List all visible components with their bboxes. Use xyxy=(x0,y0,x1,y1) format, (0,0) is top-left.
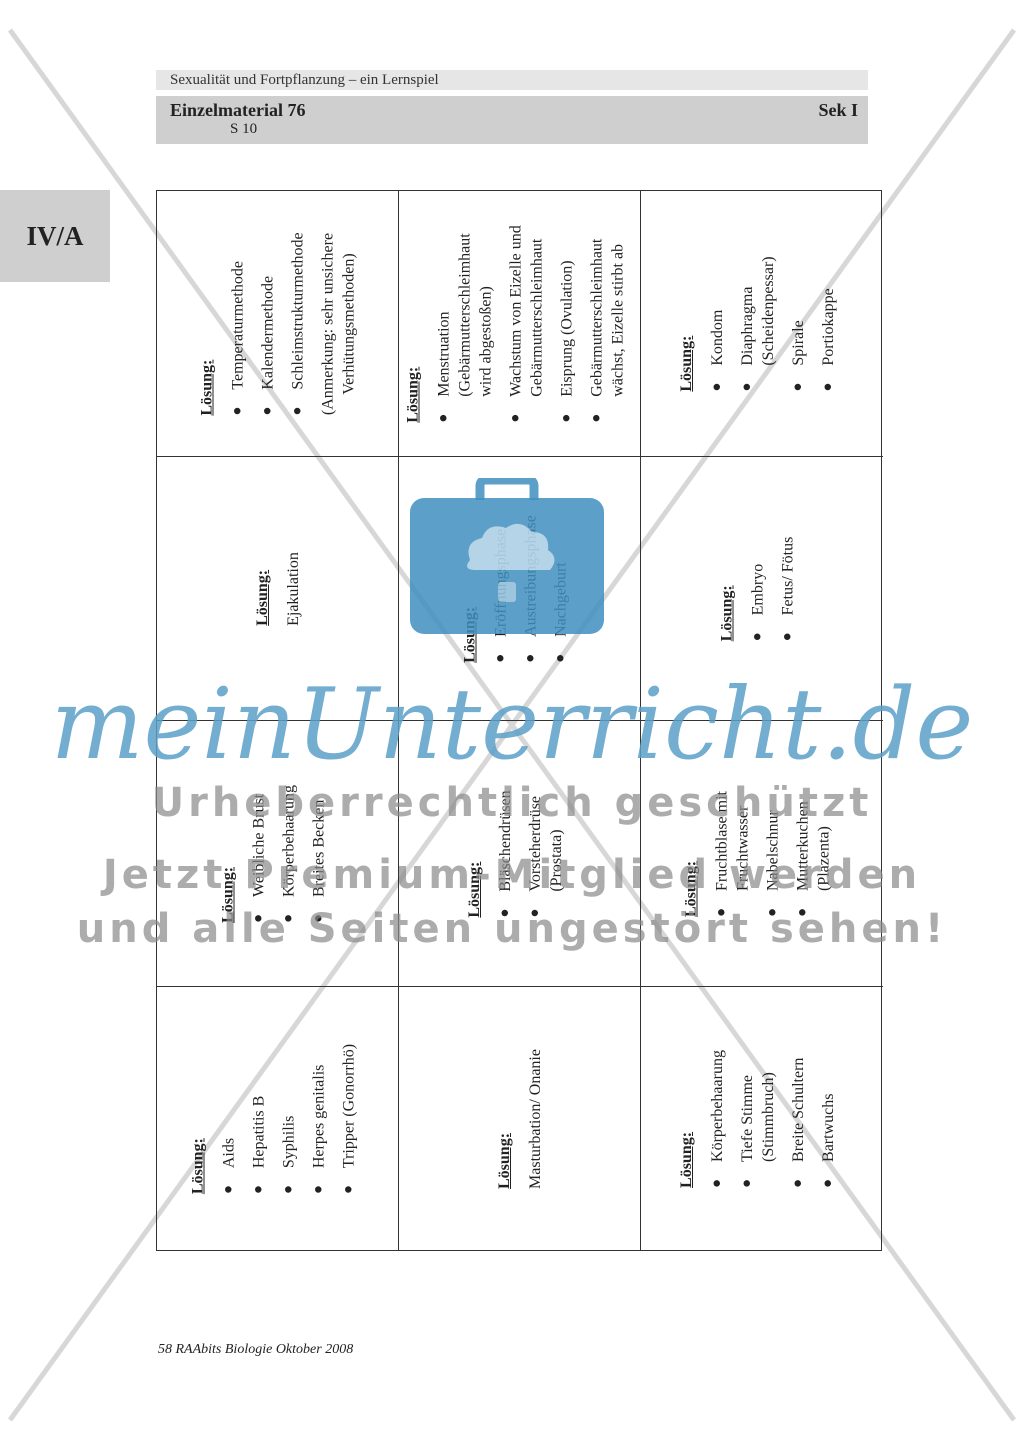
card-heading: Lösung: xyxy=(404,366,421,423)
solution-item: Aids xyxy=(218,1043,239,1193)
page-number: S 10 xyxy=(230,121,258,137)
solution-list: Aids Hepatitis B Syphilis Herpes genitalis T… xyxy=(218,1043,359,1193)
solution-item: Körperbehaarung xyxy=(707,1050,728,1188)
watermark-line-1: Urheberrechtlich geschützt xyxy=(151,780,873,826)
card-content: Lösung: Aids Hepatitis B Syphilis Herpes gen… xyxy=(187,1043,368,1193)
card-content: Lösung: Temperaturmethode Kalendermethode S… xyxy=(196,232,359,415)
card-content: Lösung: Kondom Diaphragma(Scheidenpessar)S… xyxy=(676,256,848,391)
solution-item: Temperaturmethode xyxy=(227,232,248,415)
card-heading: Lösung: xyxy=(495,1132,513,1189)
solution-item: Wachstum von Eizelle undGebärmutterschle… xyxy=(505,225,547,423)
solution-item: Syphilis xyxy=(278,1043,299,1193)
solution-item: Schleimstrukturmethode xyxy=(287,232,308,415)
solution-item: Tripper (Gonorrhö) xyxy=(338,1043,359,1193)
solution-list: Temperaturmethode Kalendermethode Schleims… xyxy=(227,232,308,415)
card: Lösung: Kondom Diaphragma(Scheidenpessar)S… xyxy=(641,191,883,457)
card: Lösung: Ejakulation xyxy=(157,457,399,721)
solution-item: Hepatitis B xyxy=(248,1043,269,1193)
card: Lösung: Aids Hepatitis B Syphilis Herpes gen… xyxy=(157,987,399,1250)
card-heading: Lösung: xyxy=(198,359,215,416)
solution-item: Menstruation(Gebärmutterschleimhautwird … xyxy=(433,225,496,423)
card-heading: Lösung: xyxy=(678,335,695,392)
watermark-line-2: Jetzt Premium-Mitglied werden xyxy=(102,852,922,898)
card: Lösung: Menstruation(Gebärmutterschleimha… xyxy=(399,191,641,457)
level-label: Sek I xyxy=(818,100,858,120)
card: Lösung: Masturbation/ Onanie xyxy=(399,987,641,1250)
solution-item: Fetus/ Fötus xyxy=(778,536,799,641)
side-tab: IV/A xyxy=(0,190,110,282)
solution-text: Masturbation/ Onanie xyxy=(526,1048,544,1189)
solution-item: Kalendermethode xyxy=(257,232,278,415)
solution-item: Breite Schultern xyxy=(788,1050,809,1188)
solution-item: Embryo xyxy=(748,536,769,641)
card: Lösung:Fruchtblase mitFruchtwasserNabels… xyxy=(641,721,883,987)
solution-item: Portiokappe xyxy=(818,256,839,391)
solution-item: Tiefe Stimme(Stimmbruch) xyxy=(737,1050,779,1188)
header-bar: Einzelmaterial 76 S 10 Sek I xyxy=(156,96,868,144)
card-heading: Lösung: xyxy=(253,569,271,626)
solution-item: Spirale xyxy=(788,256,809,391)
card-heading: Lösung: xyxy=(189,1137,206,1194)
card-content: Lösung: Menstruation(Gebärmutterschleimha… xyxy=(402,225,637,423)
card: Lösung: Temperaturmethode Kalendermethode S… xyxy=(157,191,399,457)
solution-item: Herpes genitalis xyxy=(308,1043,329,1193)
solution-item: Diaphragma(Scheidenpessar) xyxy=(737,256,779,391)
card: Lösung: Körperbehaarung Tiefe Stimme(Stimm… xyxy=(641,987,883,1250)
card-content: Lösung: Körperbehaarung Tiefe Stimme(Stimm… xyxy=(676,1050,848,1188)
solution-item: Kondom xyxy=(707,256,728,391)
solution-text: Ejakulation xyxy=(284,551,302,626)
card: Lösung: Embryo Fetus/ Fötus xyxy=(641,457,883,721)
solution-list: Embryo Fetus/ Fötus xyxy=(748,536,799,641)
card-content: Lösung: Embryo Fetus/ Fötus xyxy=(717,536,808,641)
card: Lösung:Weibliche BrustKörperbehaarungBre… xyxy=(157,721,399,987)
header-subject: Sexualität und Fortpflanzung – ein Lerns… xyxy=(156,70,868,90)
solution-item: Bartwuchs xyxy=(818,1050,839,1188)
solution-list: KörperbehaarungTiefe Stimme(Stimmbruch)B… xyxy=(707,1050,839,1188)
card-content: Lösung: Ejakulation xyxy=(252,552,304,626)
card-grid: Lösung:TemperaturmethodeKalendermethodeS… xyxy=(156,190,883,1251)
solution-list: Kondom Diaphragma(Scheidenpessar) Spirale P… xyxy=(707,256,839,391)
briefcase-cloud-logo-icon xyxy=(410,478,604,634)
card: Lösung:EröffnungsphaseAustreibungsphaseN… xyxy=(399,457,641,721)
watermark-brand: meinUnterricht.de xyxy=(50,668,974,782)
material-title: Einzelmaterial 76 xyxy=(170,100,306,120)
solution-list: Menstruation(Gebärmutterschleimhautwird … xyxy=(433,225,628,423)
card: Lösung:BläschendrüsenVorsteherdrüse(Pros… xyxy=(399,721,641,987)
card-heading: Lösung: xyxy=(718,584,736,641)
solution-item: Eisprung (Ovulation) xyxy=(556,225,577,423)
watermark-line-3: und alle Seiten ungestört sehen! xyxy=(76,906,948,952)
footer-source: 58 RAAbits Biologie Oktober 2008 xyxy=(158,1342,354,1357)
card-content: Lösung: Masturbation/ Onanie xyxy=(494,1049,546,1189)
card-heading: Lösung: xyxy=(678,1131,695,1188)
